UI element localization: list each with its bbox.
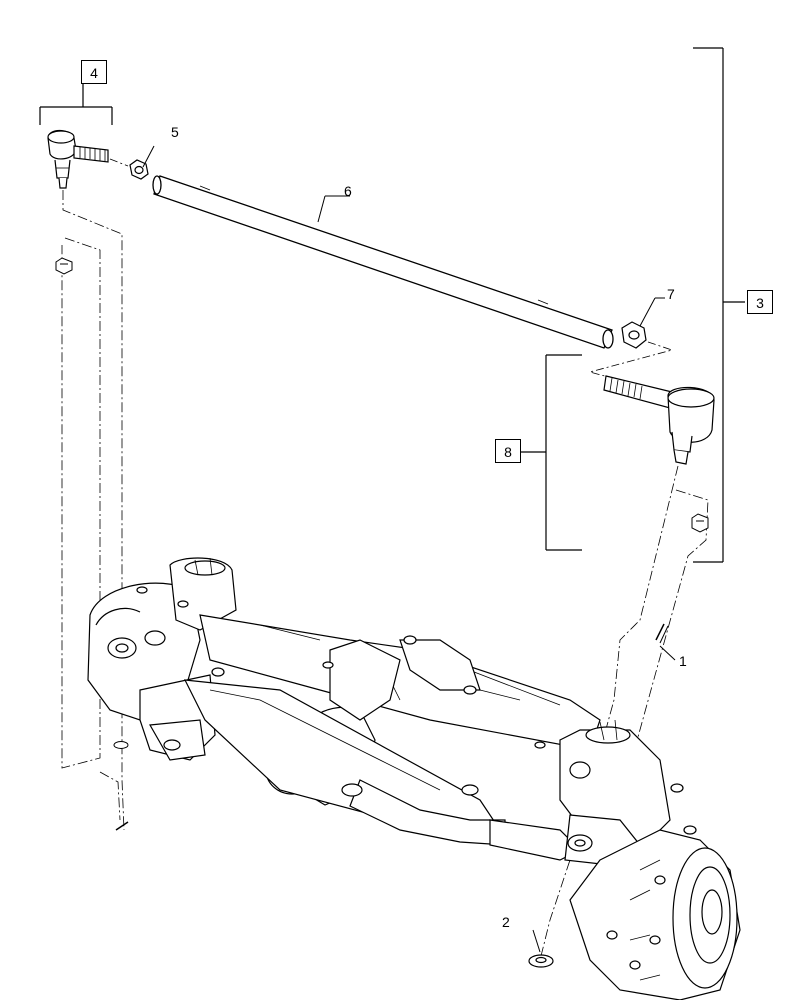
front-axle (87, 557, 741, 1000)
cotter-pin-1 (655, 623, 669, 644)
callout-1: 1 (679, 653, 687, 669)
leader-1 (659, 645, 676, 661)
callout-4: 4 (81, 60, 107, 84)
dash-rod-right (588, 341, 674, 379)
callout-7: 7 (667, 286, 675, 302)
washer-2 (528, 954, 554, 968)
bracket-4 (39, 82, 113, 125)
dash-rod-left (109, 158, 129, 167)
callout-6: 6 (344, 183, 352, 199)
tie-rod-end-right (603, 375, 715, 465)
castle-nut-right (691, 513, 709, 533)
nut-5 (129, 145, 155, 180)
bracket-3 (693, 47, 745, 563)
leader-2 (532, 929, 541, 953)
callout-2: 2 (502, 914, 510, 930)
left-centerlines (61, 190, 125, 831)
bracket-8 (520, 354, 582, 551)
callout-5: 5 (171, 124, 179, 140)
right-centerlines (539, 465, 709, 961)
castle-nut-left (55, 257, 73, 275)
callout-3: 3 (747, 290, 773, 314)
nut-7 (621, 297, 665, 349)
callout-8: 8 (495, 439, 521, 463)
tie-rod-end-left (47, 129, 109, 189)
cotter-pin-left (115, 821, 129, 831)
washer-left (113, 741, 129, 749)
tie-rod-tube-6 (152, 175, 614, 349)
